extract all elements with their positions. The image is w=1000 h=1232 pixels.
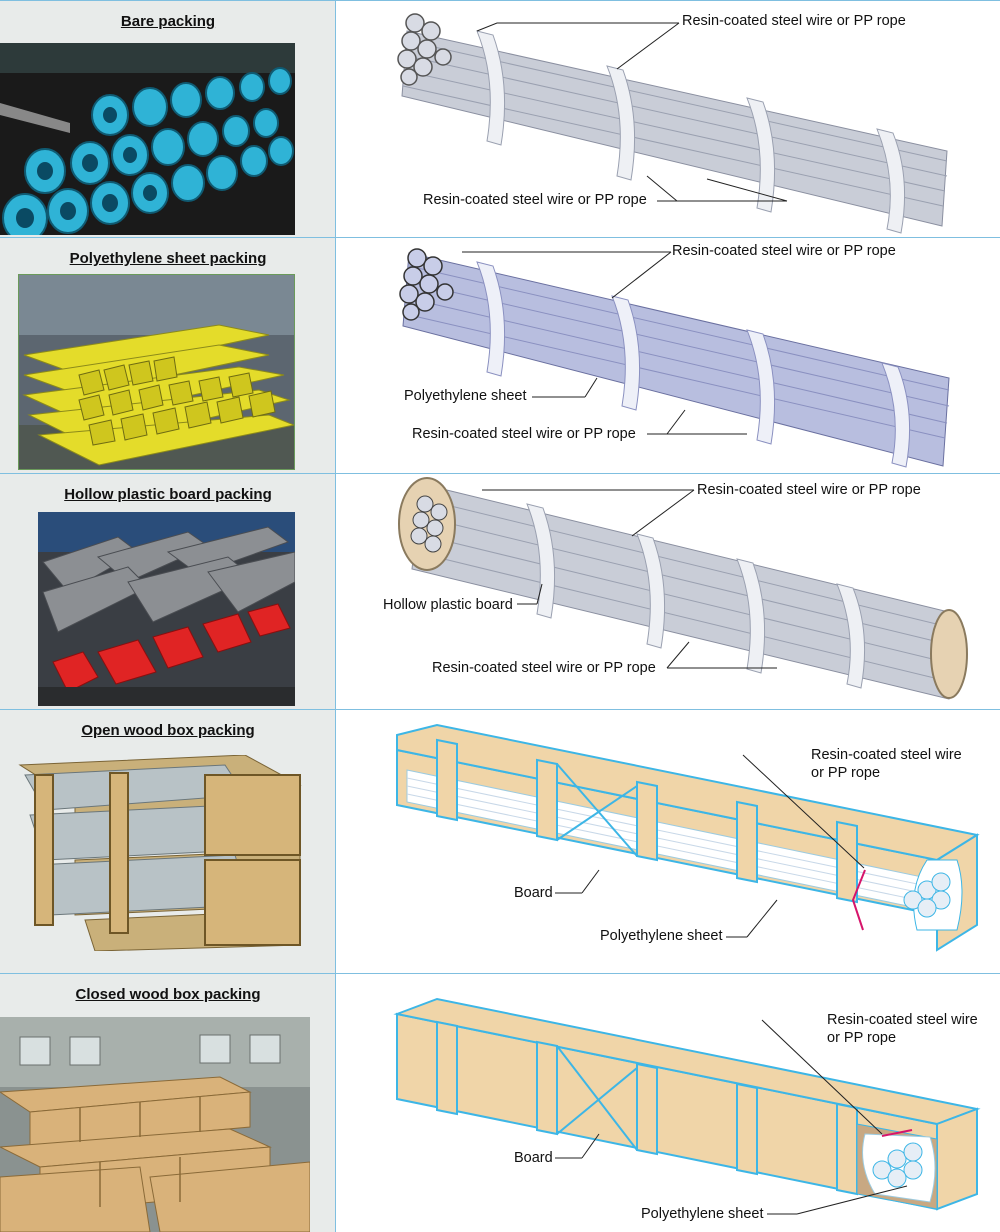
section-title: Hollow plastic board packing: [64, 486, 272, 503]
label-steel-wire-line2: or PP rope: [811, 765, 881, 781]
bare-bundle-diagram: [397, 13, 948, 234]
closed-wood-box-diagram: [393, 997, 981, 1215]
section-polyethylene-sheet-packing: Polyethylene sheet packing: [0, 238, 1000, 474]
bare-packing-photo: [0, 43, 295, 235]
photo-panel: Hollow plastic board packing: [0, 474, 336, 709]
section-open-wood-box-packing: Open wood box packing: [0, 710, 1000, 974]
section-title: Open wood box packing: [81, 722, 255, 739]
label-steel-wire-top: Resin-coated steel wire or PP rope: [672, 243, 896, 259]
diagram-panel: Resin-coated steel wire or PP rope Board…: [337, 710, 1000, 973]
diagram-panel: Resin-coated steel wire or PP rope Polye…: [337, 238, 1000, 473]
open-wood-box-diagram: [396, 723, 980, 952]
label-board: Board: [514, 1150, 553, 1166]
label-steel-wire-bottom: Resin-coated steel wire or PP rope: [412, 426, 636, 442]
label-board: Board: [514, 885, 553, 901]
label-hollow-plastic-board: Hollow plastic board: [383, 597, 513, 613]
label-polyethylene-sheet: Polyethylene sheet: [404, 388, 527, 404]
label-steel-wire-line2: or PP rope: [827, 1030, 897, 1046]
diagram-panel: Resin-coated steel wire or PP rope Hollo…: [337, 474, 1000, 709]
section-title: Polyethylene sheet packing: [69, 250, 267, 267]
label-steel-wire-top: Resin-coated steel wire or PP rope: [682, 13, 906, 29]
label-polyethylene-sheet: Polyethylene sheet: [641, 1206, 764, 1222]
photo-panel: Polyethylene sheet packing: [0, 238, 336, 473]
label-steel-wire-bottom: Resin-coated steel wire or PP rope: [423, 192, 647, 208]
polyethylene-bundle-diagram: [399, 248, 950, 468]
section-title: Bare packing: [120, 13, 216, 30]
section-closed-wood-box-packing: Closed wood box packing: [0, 974, 1000, 1232]
label-steel-wire-bottom: Resin-coated steel wire or PP rope: [432, 660, 656, 676]
polyethylene-sheet-photo: [18, 274, 295, 470]
photo-panel: Open wood box packing: [0, 710, 336, 973]
photo-panel: Closed wood box packing: [0, 974, 336, 1232]
section-hollow-plastic-board-packing: Hollow plastic board packing: [0, 474, 1000, 710]
hollow-board-bundle-diagram: [398, 477, 968, 700]
section-bare-packing: Bare packing: [0, 0, 1000, 238]
photo-panel: Bare packing: [0, 1, 336, 237]
open-wood-box-photo: [15, 755, 305, 951]
label-steel-wire: Resin-coated steel wire: [811, 747, 962, 763]
label-polyethylene-sheet: Polyethylene sheet: [600, 928, 723, 944]
hollow-plastic-board-photo: [38, 512, 295, 706]
diagram-panel: Resin-coated steel wire or PP rope Board…: [337, 974, 1000, 1232]
section-title: Closed wood box packing: [75, 986, 261, 1003]
label-steel-wire: Resin-coated steel wire: [827, 1012, 978, 1028]
label-steel-wire-top: Resin-coated steel wire or PP rope: [697, 482, 921, 498]
closed-wood-box-photo: [0, 1017, 310, 1232]
diagram-panel: Resin-coated steel wire or PP rope Resin…: [337, 1, 1000, 237]
